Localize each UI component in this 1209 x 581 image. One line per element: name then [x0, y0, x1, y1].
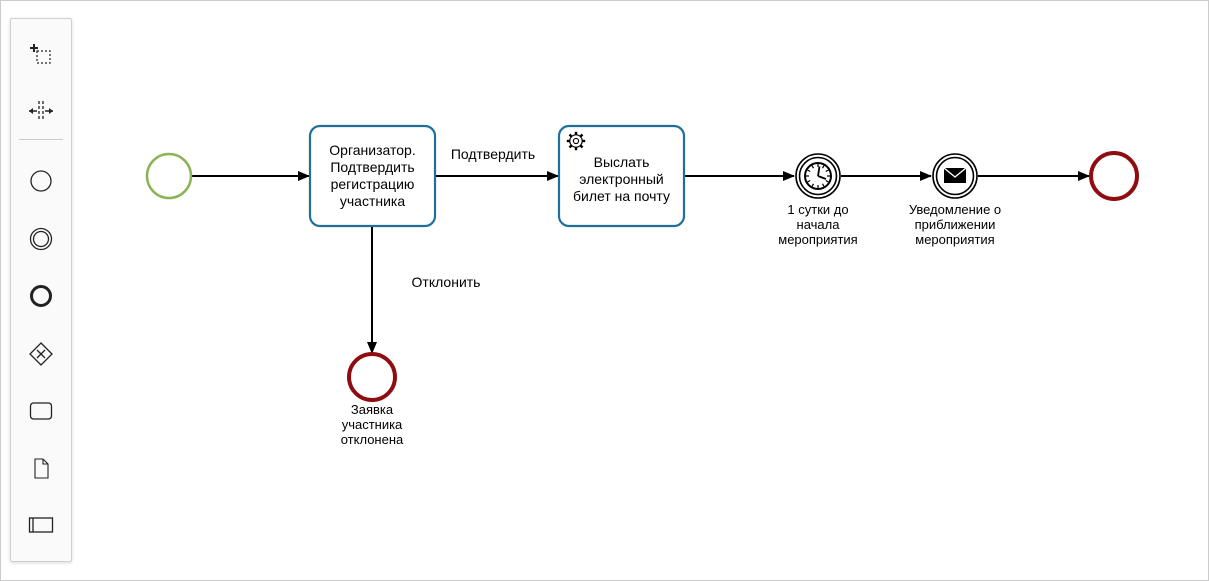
flow-confirm-label: Подтвердить [450, 146, 536, 162]
gear-icon [566, 131, 586, 151]
data-object-icon [34, 458, 49, 479]
start-event-icon [30, 170, 52, 192]
end-event-tool[interactable] [11, 275, 71, 317]
task-confirm-registration-label: Организатор. Подтвердить регистрацию уча… [329, 142, 416, 209]
message-event-label: Уведомление о приближении мероприятия [908, 202, 1002, 247]
palette-separator [19, 139, 63, 140]
gateway-icon [29, 342, 53, 366]
flow-reject-label: Отклонить [411, 274, 481, 290]
end-event-icon [30, 285, 52, 307]
task-icon [29, 402, 53, 420]
end-event-rejected-label: Заявка участника отклонена [340, 402, 404, 447]
data-object-tool[interactable] [11, 447, 71, 489]
task-tool[interactable] [11, 390, 71, 432]
start-event-tool[interactable] [11, 160, 71, 202]
intermediate-event-tool[interactable] [11, 218, 71, 260]
space-tool[interactable] [11, 90, 71, 132]
intermediate-event-icon [29, 227, 53, 251]
envelope-icon [943, 167, 967, 183]
gateway-tool[interactable] [11, 333, 71, 375]
clock-icon [804, 162, 832, 190]
pool-tool[interactable] [11, 504, 71, 546]
lasso-icon [30, 44, 51, 64]
end-event-rejected[interactable] [347, 352, 397, 402]
tool-palette [10, 18, 72, 562]
timer-event-label: 1 сутки до начала мероприятия [778, 202, 858, 247]
task-confirm-registration[interactable] [308, 124, 437, 228]
lasso-tool[interactable] [11, 33, 71, 75]
start-event[interactable] [145, 152, 193, 200]
pool-icon [28, 517, 54, 533]
end-event[interactable] [1089, 151, 1139, 201]
task-send-ticket-label: Выслать электронный билет на почту [573, 153, 670, 204]
space-tool-icon [29, 101, 53, 121]
task-send-ticket[interactable] [557, 124, 686, 228]
